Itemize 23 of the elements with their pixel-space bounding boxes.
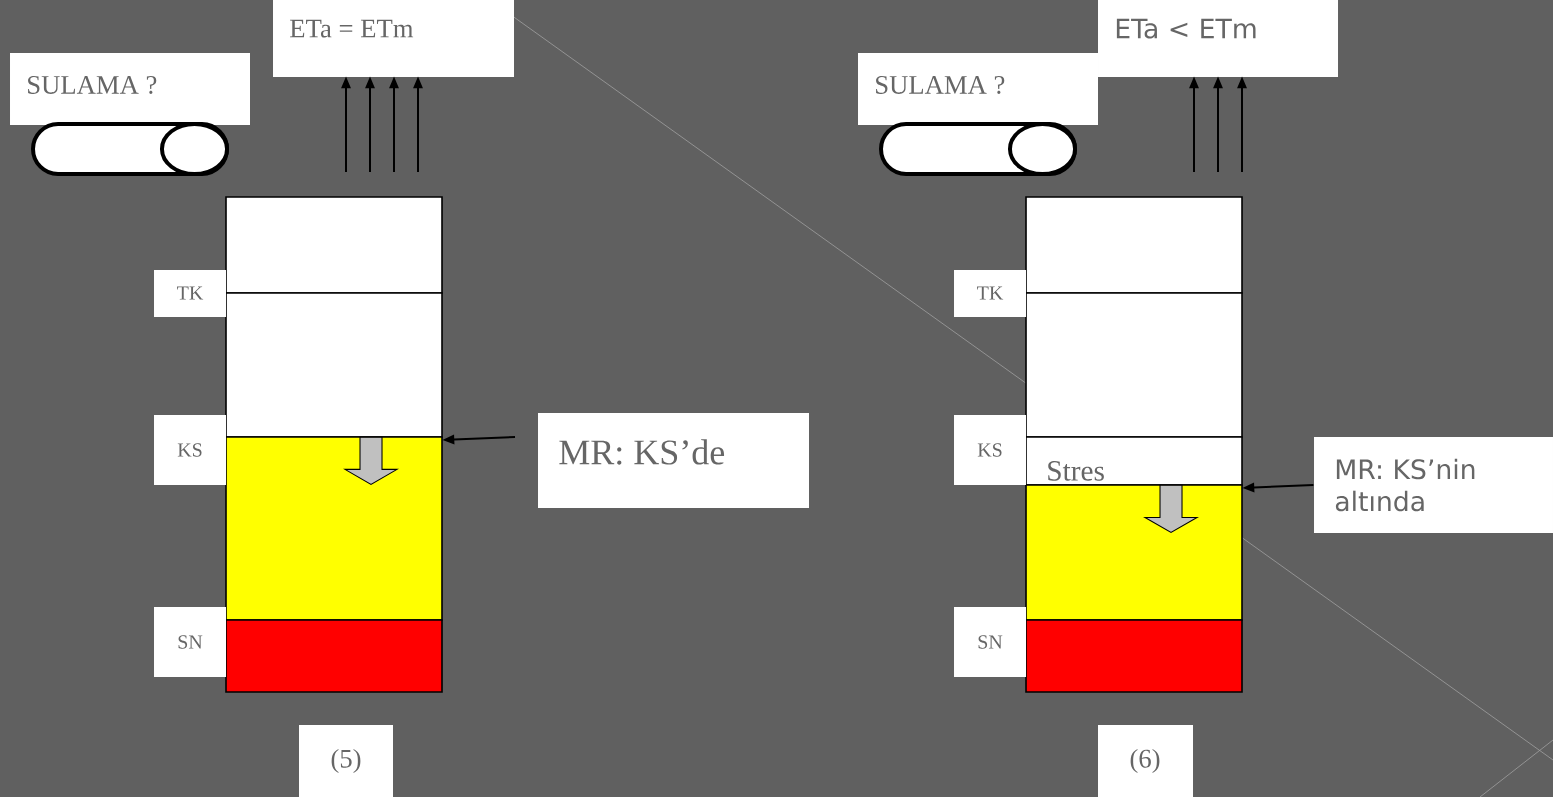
text-box: MR: KS’de — [538, 413, 809, 508]
figure-number: (6) — [1098, 725, 1193, 797]
wilting-layer — [225, 619, 443, 693]
toggle-switch — [879, 121, 1078, 177]
level-label: SN — [154, 607, 226, 677]
level-label: TK — [154, 270, 226, 317]
block-arrow — [1143, 484, 1199, 534]
level-label: TK — [954, 270, 1026, 317]
toggle-switch — [31, 121, 230, 177]
level-label: SN — [954, 607, 1026, 677]
figure-number: (5) — [299, 725, 393, 797]
text-box: MR: KS’nin altında — [1314, 437, 1553, 533]
wilting-layer — [1025, 619, 1243, 693]
text-box: ETa = ETm — [273, 0, 514, 77]
level-label: KS — [954, 415, 1026, 485]
moisture-layer — [1025, 484, 1243, 621]
block-arrow — [343, 436, 399, 486]
moisture-layer — [225, 436, 443, 621]
text-box: ETa < ETm — [1098, 0, 1338, 77]
soil-layer — [225, 196, 443, 294]
soil-layer — [1025, 196, 1243, 294]
soil-layer — [225, 292, 443, 438]
level-label: KS — [154, 415, 226, 485]
